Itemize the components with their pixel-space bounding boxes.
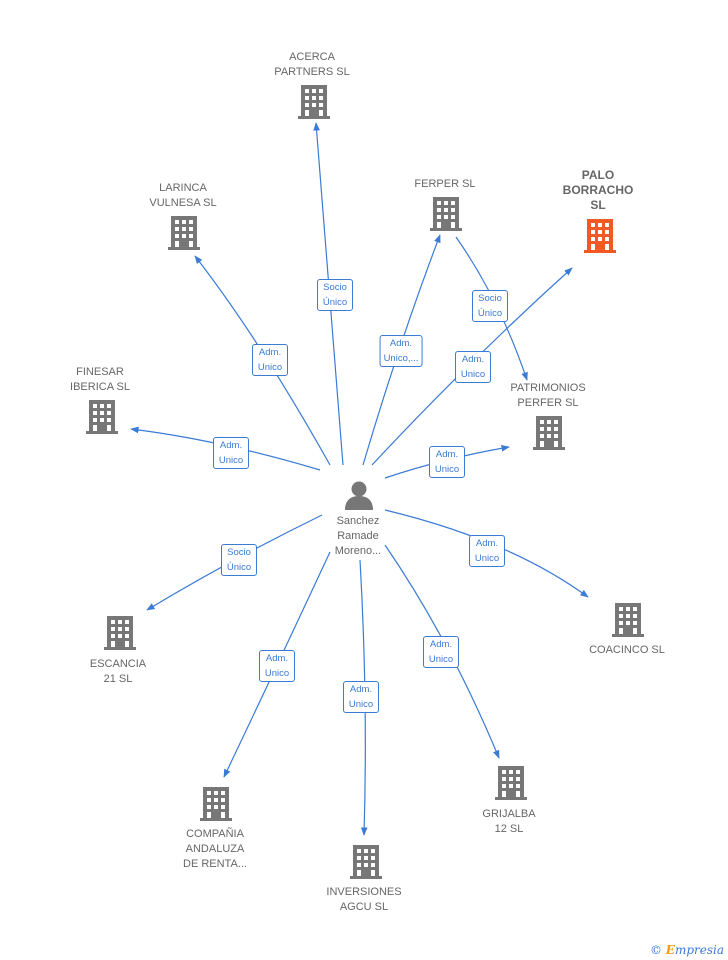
company-label-coacinco[interactable]: COACINCO SL (589, 644, 665, 656)
building-icon-escancia[interactable] (104, 616, 136, 650)
building-icon-grijalba[interactable] (495, 766, 527, 800)
edge-label-larinca[interactable]: Adm. Unico (252, 344, 288, 376)
company-label-grijalba[interactable]: GRIJALBA 12 SL (482, 808, 536, 835)
brand-name: mpresia (674, 943, 724, 957)
building-icon-patrimonios[interactable] (533, 416, 565, 450)
company-label-acerca[interactable]: ACERCA PARTNERS SL (274, 51, 350, 78)
company-label-patrimonios[interactable]: PATRIMONIOS PERFER SL (510, 382, 586, 409)
edge-label-palo[interactable]: Adm. Unico (455, 351, 491, 383)
edge-label-compania[interactable]: Adm. Unico (259, 650, 295, 682)
company-label-finesar[interactable]: FINESAR IBERICA SL (70, 366, 130, 393)
edge-label-grijalba[interactable]: Adm. Unico (423, 636, 459, 668)
company-label-inversiones[interactable]: INVERSIONES AGCU SL (326, 886, 402, 913)
empresia-watermark: © Empresia (650, 943, 724, 957)
building-icon-ferper[interactable] (430, 197, 462, 231)
edge-label-ferper[interactable]: Adm. Unico,... (379, 335, 423, 367)
edge-label-ferper-patrimonios[interactable]: Socio Único (472, 290, 508, 322)
edge-label-escancia[interactable]: Socio Único (221, 544, 257, 576)
building-icon-acerca[interactable] (298, 85, 330, 119)
company-label-escancia[interactable]: ESCANCIA 21 SL (89, 658, 147, 685)
person-name[interactable]: Sanchez Ramade Moreno... (334, 515, 382, 557)
brand-initial: E (665, 943, 675, 957)
building-icon-inversiones[interactable] (350, 845, 382, 879)
edge-label-coacinco[interactable]: Adm. Unico (469, 535, 505, 567)
company-label-ferper[interactable]: FERPER SL (414, 178, 476, 190)
copyright-symbol: © (649, 943, 662, 957)
company-label-palo[interactable]: PALO BORRACHO SL (562, 168, 634, 212)
company-label-compania[interactable]: COMPAÑIA ANDALUZA DE RENTA... (183, 828, 247, 870)
building-icon-finesar[interactable] (86, 400, 118, 434)
edge-label-patrimonios[interactable]: Adm. Unico (429, 446, 465, 478)
building-icon-coacinco[interactable] (612, 603, 644, 637)
building-icon-larinca[interactable] (168, 216, 200, 250)
person-icon (345, 481, 373, 510)
building-icon-compania[interactable] (200, 787, 232, 821)
building-icon-palo[interactable] (584, 219, 616, 253)
company-label-larinca[interactable]: LARINCA VULNESA SL (149, 182, 217, 209)
edge-label-finesar[interactable]: Adm. Unico (213, 437, 249, 469)
edge-label-inversiones[interactable]: Adm. Unico (343, 681, 379, 713)
edge-label-acerca[interactable]: Socio Único (317, 279, 353, 311)
